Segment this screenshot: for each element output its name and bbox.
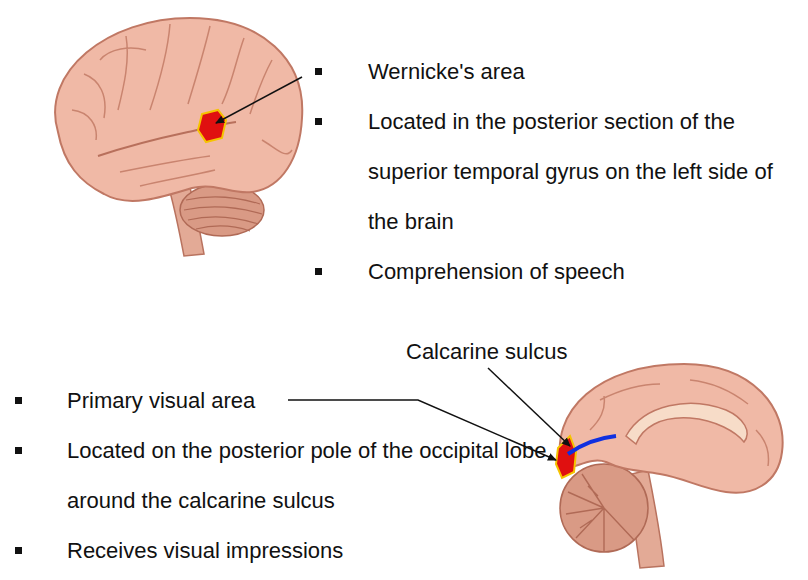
- cerebellum-folia: [184, 197, 262, 231]
- cerebrum: [560, 364, 783, 493]
- gyri: [72, 24, 292, 186]
- bullet: [15, 447, 22, 454]
- label-text: Primary visual area: [67, 376, 282, 426]
- label-text: Located in the posterior section of the …: [368, 97, 786, 247]
- gyri: [590, 380, 769, 466]
- bullet: [315, 68, 322, 75]
- leader-line: [216, 77, 302, 123]
- bullet: [15, 397, 22, 404]
- leader-line: [488, 368, 570, 446]
- bullet: [315, 118, 322, 125]
- arbor-vitae: [566, 474, 634, 552]
- label-text: Calcarine sulcus: [406, 337, 606, 367]
- lateral-brain: [55, 18, 302, 256]
- label-text: Located on the posterior pole of the occ…: [67, 426, 547, 526]
- bullet: [15, 547, 22, 554]
- bullet: [315, 268, 322, 275]
- corpus-callosum: [626, 403, 747, 444]
- label-text: Receives visual impressions: [67, 526, 547, 576]
- label-text: Wernicke's area: [368, 47, 786, 97]
- label-text: Comprehension of speech: [368, 247, 786, 297]
- medial-brain: [556, 364, 783, 568]
- wernicke-area: [198, 110, 226, 142]
- cerebellum: [560, 464, 648, 552]
- calcarine-sulcus-line: [568, 436, 616, 454]
- cerebrum: [55, 18, 302, 201]
